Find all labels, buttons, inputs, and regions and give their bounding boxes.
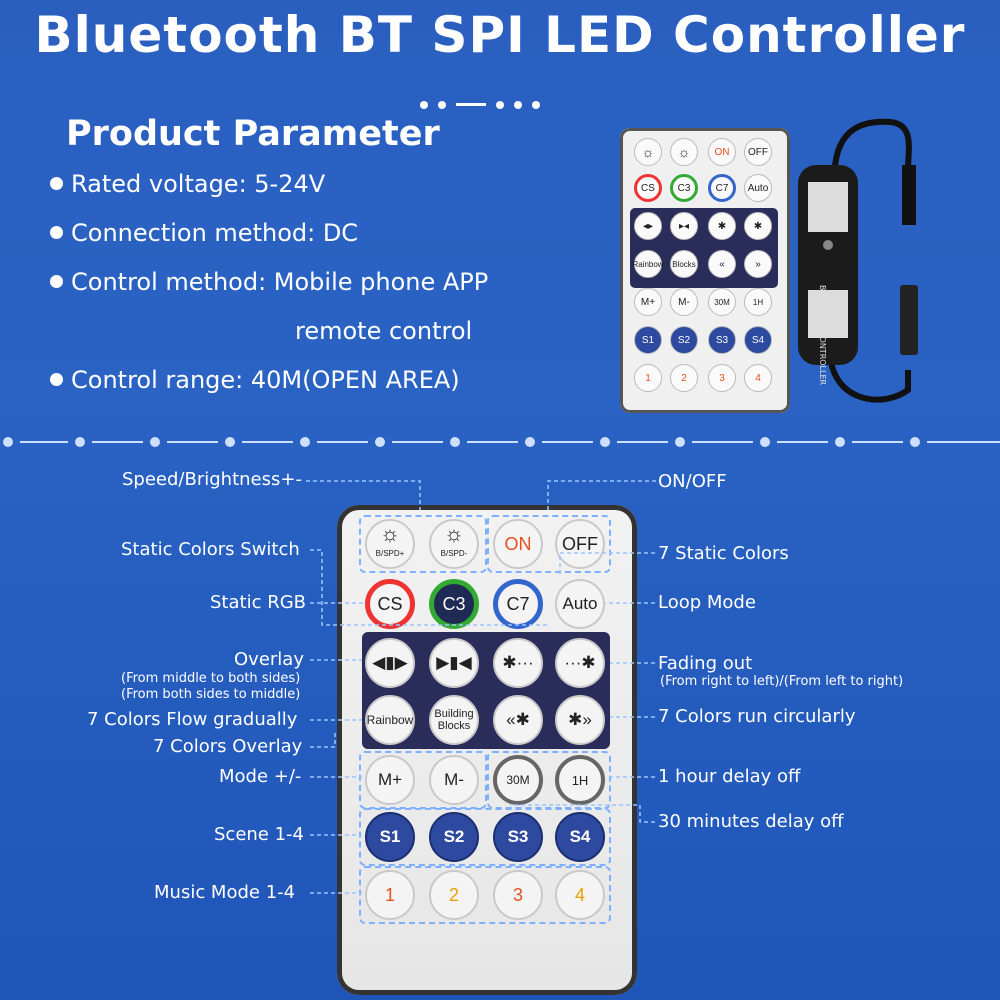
brightness-minus-button[interactable]: ☼B/SPD-	[429, 519, 479, 569]
label-run: 7 Colors run circularly	[658, 706, 856, 727]
run-left-button[interactable]: «✱	[493, 695, 543, 745]
cs-button[interactable]: CS	[365, 579, 415, 629]
param-control: Control method: Mobile phone APP	[50, 268, 488, 296]
music-2-button[interactable]: 2	[429, 870, 479, 920]
run-right-button[interactable]: ✱»	[555, 695, 605, 745]
param-control-cont: remote control	[295, 317, 473, 345]
label-mode: Mode +/-	[219, 766, 302, 787]
music-4-button[interactable]: 4	[555, 870, 605, 920]
label-overlay-sub1: (From middle to both sides)	[121, 671, 301, 686]
mode-plus-button[interactable]: M+	[365, 755, 415, 805]
remote-control: ☼B/SPD+ ☼B/SPD- ON OFF CS C3 C7 Auto ◀▮▶…	[337, 505, 637, 995]
scene-1-button[interactable]: S1	[365, 812, 415, 862]
label-loop: Loop Mode	[658, 592, 756, 613]
label-speed-brightness: Speed/Brightness+-	[122, 469, 302, 490]
label-music: Music Mode 1-4	[154, 882, 296, 903]
label-fading-sub: (From right to left)/(From left to right…	[660, 674, 904, 689]
controller-device: BT SPI LED CONTROLLER	[798, 118, 918, 403]
section-divider	[3, 437, 1000, 447]
mode-minus-button[interactable]: M-	[429, 755, 479, 805]
on-button[interactable]: ON	[493, 519, 543, 569]
fading-right-button[interactable]: ···✱	[555, 638, 605, 688]
label-hour: 1 hour delay off	[658, 766, 801, 787]
leader-lines	[306, 480, 656, 894]
param-connection: Connection method: DC	[50, 219, 358, 247]
scene-3-button[interactable]: S3	[493, 812, 543, 862]
label-on-off: ON/OFF	[658, 471, 727, 492]
scene-4-button[interactable]: S4	[555, 812, 605, 862]
overlay-in-button[interactable]: ▶▮◀	[429, 638, 479, 688]
brightness-plus-button[interactable]: ☼B/SPD+	[365, 519, 415, 569]
music-1-button[interactable]: 1	[365, 870, 415, 920]
label-static7: 7 Static Colors	[658, 543, 789, 564]
auto-button[interactable]: Auto	[555, 579, 605, 629]
fading-left-button[interactable]: ✱···	[493, 638, 543, 688]
c3-button[interactable]: C3	[429, 579, 479, 629]
building-blocks-button[interactable]: Building Blocks	[429, 695, 479, 745]
label-static-switch: Static Colors Switch	[121, 539, 300, 560]
label-scene: Scene 1-4	[214, 824, 304, 845]
product-heading: Product Parameter	[66, 114, 440, 154]
off-button[interactable]: OFF	[555, 519, 605, 569]
timer-1h-button[interactable]: 1H	[555, 755, 605, 805]
label-overlay-sub2: (From both sides to middle)	[121, 687, 301, 702]
label-30min: 30 minutes delay off	[658, 811, 844, 832]
label-flow: 7 Colors Flow gradually	[87, 709, 298, 730]
overlay-out-button[interactable]: ◀▮▶	[365, 638, 415, 688]
c7-button[interactable]: C7	[493, 579, 543, 629]
page-title: Bluetooth BT SPI LED Controller	[34, 6, 966, 64]
title-divider	[420, 94, 550, 113]
label-fading: Fading out	[658, 653, 753, 674]
controller-label: BT SPI LED CONTROLLER	[818, 285, 827, 386]
label-static-rgb: Static RGB	[210, 592, 306, 613]
param-voltage: Rated voltage: 5-24V	[50, 170, 325, 198]
label-overlay: Overlay	[234, 649, 304, 670]
param-range: Control range: 40M(OPEN AREA)	[50, 366, 460, 394]
label-overlay7: 7 Colors Overlay	[153, 736, 303, 757]
scene-2-button[interactable]: S2	[429, 812, 479, 862]
timer-30m-button[interactable]: 30M	[493, 755, 543, 805]
music-3-button[interactable]: 3	[493, 870, 543, 920]
remote-thumbnail: ☼ ☼ ON OFF CS C3 C7 Auto ◂▸ ▸◂ ✱ ✱ Rainb…	[620, 128, 790, 413]
rainbow-button[interactable]: Rainbow	[365, 695, 415, 745]
